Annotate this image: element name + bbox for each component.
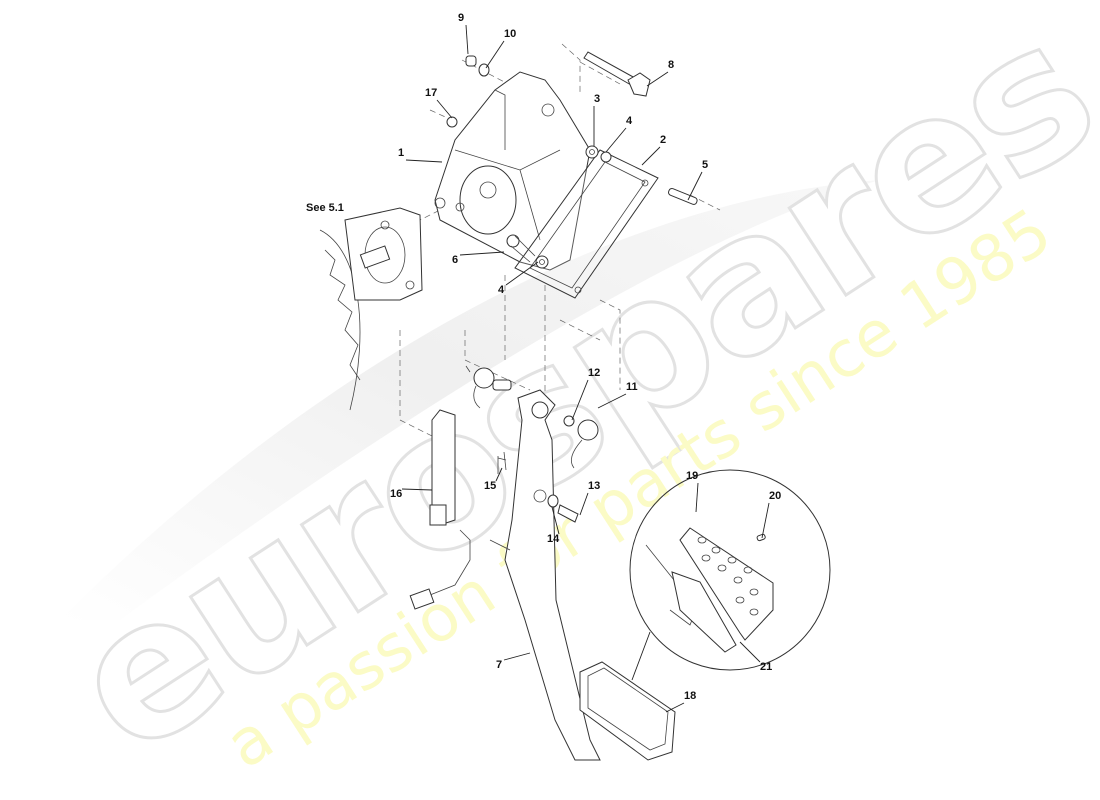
callout-19: 19 [686,470,699,482]
leader-line-21 [739,641,761,663]
part-3-4-bushes [535,145,612,269]
leader-line-19 [695,482,699,513]
leader-line-1 [405,159,443,163]
part-13-14-bolt-washer [547,494,579,523]
leader-line-13 [579,492,589,516]
callout-12: 12 [588,367,601,379]
leader-line-9 [465,24,469,55]
callout-10: 10 [504,28,517,40]
callout-4b: 4 [498,284,505,296]
leader-line-4b [505,261,539,286]
callout-9: 9 [458,12,465,24]
leader-line-15 [495,467,503,482]
part-8-bolt [583,51,651,97]
leader-line-20 [761,502,770,539]
part-17-nut [446,116,458,128]
callout-21: 21 [760,661,773,673]
part-15-clip [497,451,507,474]
callout-1: 1 [398,147,405,159]
callout-20: 20 [769,490,782,502]
callout-5: 5 [702,159,709,171]
callout-11: 11 [626,381,638,393]
callout-4a: 4 [626,115,633,127]
leader-line-8 [646,71,669,87]
callout-16: 16 [390,488,403,500]
callout-leader-lines [401,24,770,713]
callout-8: 8 [668,59,675,71]
callout-7: 7 [496,659,503,671]
leader-line-18 [665,702,685,713]
leader-line-16 [401,488,433,491]
leader-line-2 [641,146,661,166]
detail-inset [629,469,831,681]
part-2-mounting-plate [514,149,659,299]
leader-line-10 [485,40,505,69]
leader-line-5 [687,171,703,201]
callout-18: 18 [684,690,697,702]
part-16-pedal-sensor [409,409,511,610]
part-9-10-nut-washer [465,55,490,77]
brake-servo-reference [319,207,423,411]
callout-6: 6 [452,254,459,266]
callout-2: 2 [660,134,667,146]
reference-note: See 5.1 [306,202,344,214]
leader-line-12 [571,379,589,421]
leader-line-6 [459,251,505,256]
callout-14: 14 [547,533,560,545]
leader-line-7 [503,652,531,661]
part-5-pin [667,188,698,205]
part-1-pedal-box-housing [434,71,591,271]
leader-line-17 [436,99,453,119]
return-springs [465,365,599,469]
callout-13: 13 [588,480,601,492]
callout-3: 3 [594,93,601,105]
leader-line-14 [551,506,560,535]
callout-15: 15 [484,480,497,492]
part-7-pedal-arm [504,389,601,761]
pad-holes [697,536,759,616]
part-18-pedal-pad [579,661,676,761]
leader-line-4a [605,127,627,153]
callout-17: 17 [425,87,438,99]
leader-line-11 [597,393,627,409]
part-6-dowel [506,234,536,263]
watermark-swoosh [60,180,880,620]
